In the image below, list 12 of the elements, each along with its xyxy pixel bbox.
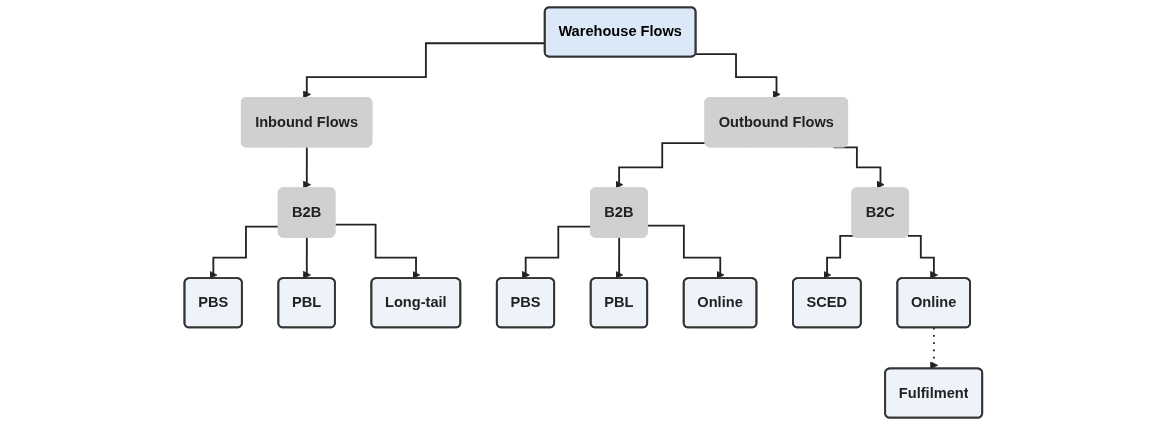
arrow xyxy=(930,326,939,370)
arrow xyxy=(334,223,421,279)
arrow xyxy=(615,142,707,189)
arrow xyxy=(646,224,725,279)
arrow xyxy=(615,236,624,279)
arrow xyxy=(907,235,939,279)
arrow xyxy=(303,236,312,279)
arrow xyxy=(823,235,855,279)
arrow xyxy=(694,53,781,99)
arrow xyxy=(209,225,280,279)
arrow xyxy=(303,146,312,189)
arrow xyxy=(832,146,885,189)
